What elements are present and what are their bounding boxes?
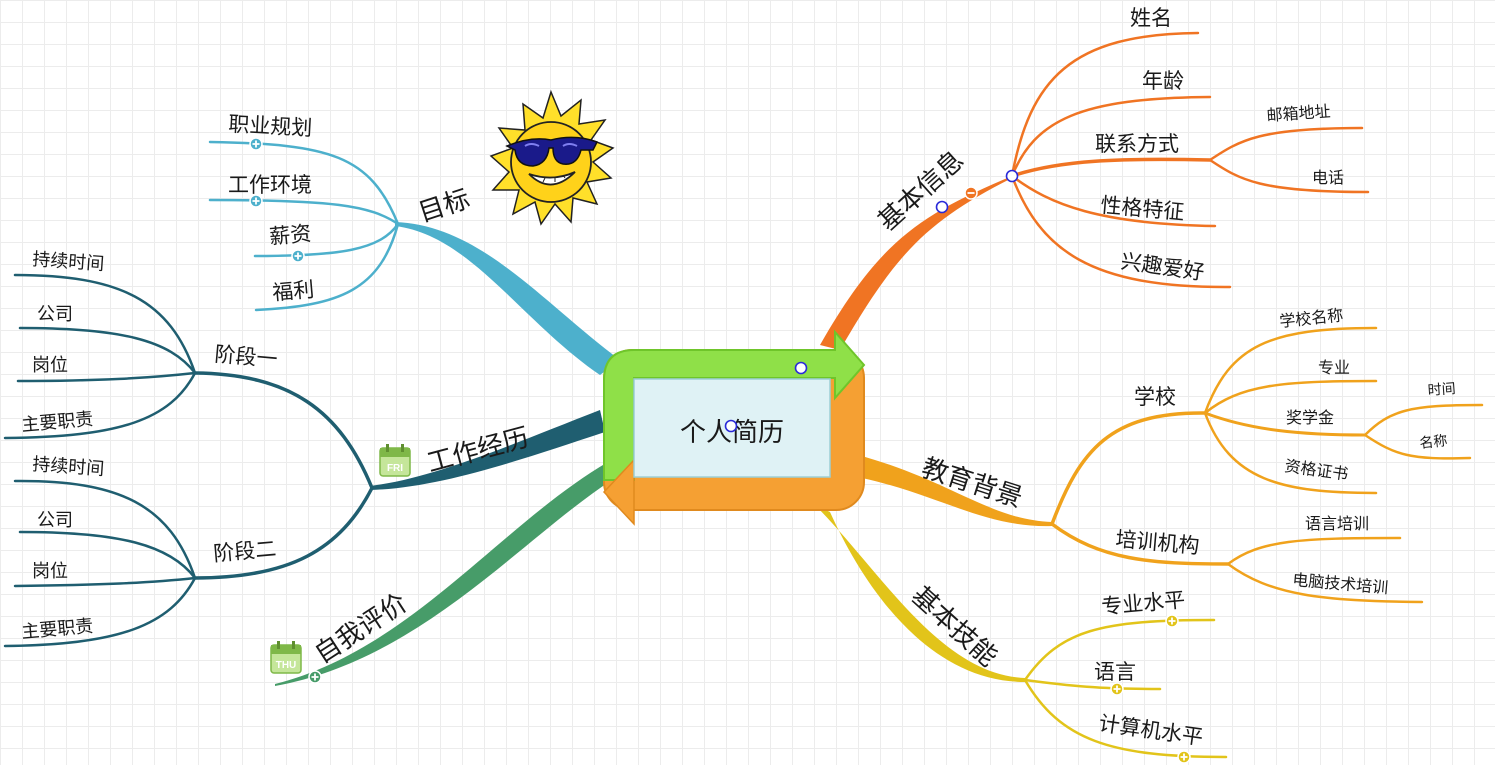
node-certificates[interactable]: 资格证书: [1283, 456, 1349, 484]
selection-handle[interactable]: [1005, 169, 1019, 183]
selection-handle[interactable]: [724, 419, 738, 433]
main-branches: [275, 176, 1052, 686]
node-stage1-duties[interactable]: 主要职责: [21, 409, 95, 436]
node-name[interactable]: 姓名: [1130, 6, 1172, 30]
node-stage2-duration[interactable]: 持续时间: [32, 454, 105, 480]
label-goals[interactable]: 目标: [415, 184, 474, 229]
work-subtree: [3, 273, 374, 648]
node-age[interactable]: 年龄: [1142, 69, 1184, 93]
node-language-training[interactable]: 语言培训: [1305, 514, 1369, 533]
expand-plus-icon[interactable]: [249, 194, 263, 208]
expand-plus-icon[interactable]: [291, 249, 305, 263]
node-computer-level[interactable]: 计算机水平: [1097, 711, 1204, 749]
calendar-day-fri: FRI: [387, 463, 403, 474]
expand-plus-icon[interactable]: [308, 670, 322, 684]
node-scholarship[interactable]: 奖学金: [1286, 408, 1334, 427]
expand-plus-icon[interactable]: [249, 137, 263, 151]
node-benefits[interactable]: 福利: [271, 277, 315, 305]
expand-plus-icon[interactable]: [1177, 750, 1191, 764]
node-stage1-duration[interactable]: 持续时间: [32, 249, 105, 275]
node-stage2[interactable]: 阶段二: [212, 537, 277, 566]
node-school-name[interactable]: 学校名称: [1278, 305, 1344, 331]
node-stage2-duties[interactable]: 主要职责: [21, 616, 95, 643]
node-stage1-position[interactable]: 岗位: [32, 355, 68, 376]
selection-handle[interactable]: [935, 200, 949, 214]
node-salary[interactable]: 薪资: [268, 221, 312, 249]
calendar-day-thu: THU: [276, 660, 297, 671]
collapse-minus-icon[interactable]: [964, 186, 978, 200]
node-stage2-position[interactable]: 岗位: [32, 561, 68, 582]
sun-sticker: [489, 89, 615, 226]
education-subtree: [1050, 326, 1484, 604]
node-phone[interactable]: 电话: [1312, 168, 1344, 187]
node-personality[interactable]: 性格特征: [1100, 193, 1186, 224]
expand-plus-icon[interactable]: [1110, 682, 1124, 696]
node-time[interactable]: 时间: [1427, 381, 1456, 399]
node-career-plan[interactable]: 职业规划: [228, 112, 313, 140]
branch-self-eval[interactable]: [275, 462, 612, 686]
branch-goals[interactable]: [395, 222, 620, 375]
calendar-icon: FRI: [379, 444, 411, 477]
node-computer-training[interactable]: 电脑技术培训: [1292, 570, 1389, 597]
node-stage1-company[interactable]: 公司: [37, 304, 73, 325]
selection-handle[interactable]: [794, 361, 808, 375]
branch-basic-info[interactable]: [820, 176, 1012, 350]
calendar-icon: THU: [270, 641, 302, 674]
node-stage1[interactable]: 阶段一: [214, 342, 279, 371]
node-school[interactable]: 学校: [1134, 385, 1176, 409]
node-language[interactable]: 语言: [1094, 660, 1136, 684]
basic-info-subtree: [1010, 31, 1370, 289]
node-major[interactable]: 专业: [1318, 358, 1350, 377]
expand-plus-icon[interactable]: [1165, 614, 1179, 628]
node-training[interactable]: 培训机构: [1115, 527, 1201, 558]
branch-work[interactable]: [370, 410, 605, 490]
node-contact[interactable]: 联系方式: [1095, 132, 1179, 156]
branch-education[interactable]: [858, 455, 1052, 527]
node-email[interactable]: 邮箱地址: [1266, 102, 1331, 125]
node-professional-level[interactable]: 专业水平: [1100, 588, 1186, 619]
node-work-environment[interactable]: 工作环境: [228, 173, 312, 197]
node-stage2-company[interactable]: 公司: [37, 510, 73, 531]
node-title[interactable]: 名称: [1419, 433, 1449, 452]
